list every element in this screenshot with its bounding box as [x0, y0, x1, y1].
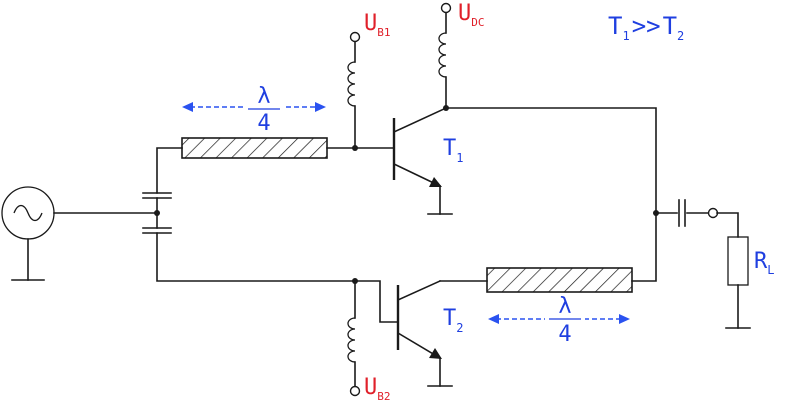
- condition-label: T1>>T2: [608, 12, 684, 43]
- t1-label: T1: [443, 136, 463, 165]
- transistor-t2: [354, 279, 488, 387]
- ub1-terminal: [349, 31, 361, 43]
- lower-quarter-wave-line: [486, 212, 657, 293]
- rl-label: RL: [754, 249, 774, 277]
- bias-inductor-ub2: [347, 278, 361, 397]
- lambda-top-denominator: 4: [257, 111, 270, 136]
- bias-inductor-udc: [438, 2, 452, 109]
- output-terminal: [707, 207, 719, 219]
- bias-inductor-ub1: [347, 31, 361, 149]
- load-resistor: [727, 236, 749, 286]
- transistor-t1: [392, 105, 453, 215]
- lambda-quarter-label-top: λ 4: [182, 84, 326, 136]
- ub2-terminal: [349, 385, 361, 397]
- output-stage: [653, 199, 751, 329]
- lambda-bottom-denominator: 4: [558, 322, 571, 347]
- udc-label: UDC: [458, 1, 485, 29]
- t2-label: T2: [443, 306, 463, 335]
- ub1-label: UB1: [364, 11, 391, 39]
- lambda-bottom-numerator: λ: [558, 294, 571, 319]
- upper-quarter-wave-line: [181, 137, 395, 159]
- udc-terminal: [440, 2, 452, 14]
- sine-wave-icon: [13, 204, 43, 222]
- lambda-quarter-label-bottom: λ 4: [488, 294, 630, 347]
- collector-wire-t1: [445, 107, 657, 214]
- ub2-label: UB2: [364, 375, 391, 403]
- lambda-top-numerator: λ: [257, 84, 270, 109]
- ac-source: [1, 186, 55, 281]
- input-wiring: [53, 147, 356, 282]
